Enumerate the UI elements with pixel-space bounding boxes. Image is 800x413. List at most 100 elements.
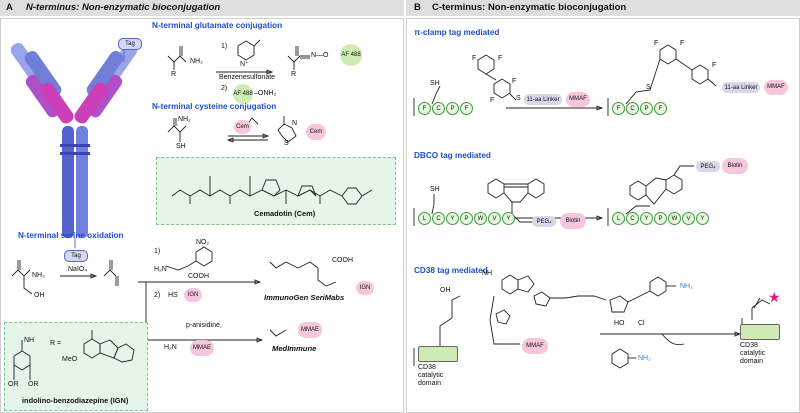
dbco-chain-right: L C Y P W V Y bbox=[612, 212, 710, 225]
ign-structure bbox=[13, 330, 135, 380]
cys-nh: N bbox=[292, 120, 298, 127]
cysteine-title: N-terminal cysteine conjugation bbox=[152, 102, 277, 111]
dbco-biotin-left: Biotin bbox=[560, 213, 586, 229]
ser-h2n2: H₂N bbox=[164, 344, 177, 351]
dbco-peg-right: PEG₄ bbox=[696, 161, 720, 172]
pi-res-3: P bbox=[446, 102, 459, 115]
pi-res-r2: C bbox=[626, 102, 639, 115]
ser-ign-reagent: IGN bbox=[184, 288, 202, 302]
ser-no2: NO₂ bbox=[196, 239, 210, 246]
ser-product2: MedImmune bbox=[272, 344, 317, 353]
cd38-domain-label-left: CD38 catalytic domain bbox=[418, 364, 444, 387]
ser-step1: 1) bbox=[154, 248, 161, 255]
pi-clamp-title: π-clamp tag mediated bbox=[414, 28, 500, 37]
dbco-res-r3: Y bbox=[640, 212, 653, 225]
pi-chain-left: F C P F bbox=[418, 102, 474, 115]
dbco-res-7: Y bbox=[502, 212, 515, 225]
cd38-domain-right bbox=[740, 324, 780, 340]
glu-oxyamine: –ONH₂ bbox=[254, 90, 277, 97]
dbco-biotin-right: Biotin bbox=[722, 158, 748, 174]
glu-nh2: NH₂ bbox=[190, 58, 203, 65]
pi-f-3: F bbox=[512, 78, 517, 85]
dbco-res-1: L bbox=[418, 212, 431, 225]
glutamate-title: N-terminal glutamate conjugation bbox=[152, 21, 283, 30]
pi-linker-left: 11-aa Linker bbox=[524, 94, 562, 105]
ser-h2n: H₂N bbox=[154, 266, 167, 273]
glu-link: N—O bbox=[311, 52, 329, 59]
ser-product1: ImmunoGen SeriMabs bbox=[264, 293, 345, 302]
pi-res-r3: P bbox=[640, 102, 653, 115]
ser-reagent: NaIO₄ bbox=[68, 266, 88, 273]
ser-cooh2: COOH bbox=[332, 257, 353, 264]
dbco-res-r2: C bbox=[626, 212, 639, 225]
pi-f-4: F bbox=[490, 97, 495, 104]
pi-f-7: F bbox=[712, 62, 717, 69]
dbco-res-r7: Y bbox=[696, 212, 709, 225]
pi-mmaf-left: MMAF bbox=[566, 92, 590, 107]
pi-res-4: F bbox=[460, 102, 473, 115]
ign-or2: OR bbox=[28, 381, 39, 388]
pi-mmaf-right: MMAF bbox=[764, 80, 788, 95]
ign-or1: OR bbox=[8, 381, 19, 388]
pi-linker-right: 11-aa Linker bbox=[722, 82, 760, 93]
pi-chain-right: F C P F bbox=[612, 102, 668, 115]
panel-a-letter: A bbox=[6, 2, 13, 13]
cemadotin-box bbox=[156, 157, 396, 225]
glu-nplus: N⁺ bbox=[240, 61, 249, 68]
pi-res-r4: F bbox=[654, 102, 667, 115]
star-icon: ★ bbox=[768, 289, 781, 305]
ser-hs: HS bbox=[168, 292, 178, 299]
cys-cem-product: Cem bbox=[306, 124, 326, 140]
cd38-nh: NH bbox=[482, 270, 493, 277]
glu-reagent1: Benzenesulfonate bbox=[219, 74, 276, 81]
panel-b-title: C-terminus: Non-enzymatic bioconjugation bbox=[432, 2, 627, 13]
ser-mmae-reagent: MMAE bbox=[190, 340, 214, 356]
dbco-res-4: P bbox=[460, 212, 473, 225]
ser-oh: OH bbox=[34, 292, 45, 299]
glutamate-structures bbox=[167, 39, 310, 75]
cys-nh2: NH₂ bbox=[178, 116, 191, 123]
glu-r2: R bbox=[291, 71, 297, 78]
ser-nh2: NH₂ bbox=[32, 272, 45, 279]
panel-a-header bbox=[0, 0, 404, 16]
dbco-res-6: V bbox=[488, 212, 501, 225]
cys-sh: SH bbox=[176, 143, 186, 150]
ser-step2: 2) bbox=[154, 292, 161, 299]
cemadotin-structure bbox=[171, 176, 373, 205]
cysteine-structures bbox=[167, 116, 297, 143]
pi-res-2: C bbox=[432, 102, 445, 115]
ign-r-eq: R = bbox=[50, 340, 62, 347]
glu-step2: 2) bbox=[221, 85, 228, 92]
tag-top: Tag bbox=[118, 38, 142, 50]
panel-b-letter: B bbox=[414, 2, 421, 13]
dbco-res-3: Y bbox=[446, 212, 459, 225]
pi-s-left: S bbox=[516, 95, 521, 102]
glu-step1: 1) bbox=[221, 43, 228, 50]
pi-res-1: F bbox=[418, 102, 431, 115]
pi-s-right: S bbox=[646, 84, 651, 91]
cd38-amide-bottom: NH₂ bbox=[638, 355, 651, 362]
cemadotin-label: Cemadotin (Cem) bbox=[254, 209, 316, 218]
dbco-res-r4: P bbox=[654, 212, 667, 225]
ign-label: indolino-benzodiazepine (IGN) bbox=[22, 396, 129, 405]
ign-nh: NH bbox=[24, 337, 35, 344]
pi-sh: SH bbox=[430, 80, 440, 87]
pi-f-6: F bbox=[680, 40, 685, 47]
cd38-mmaf: MMAF bbox=[522, 338, 548, 354]
pi-f-2: F bbox=[498, 55, 503, 62]
dbco-res-2: C bbox=[432, 212, 445, 225]
panel-a-title: N-terminus: Non-enzymatic bioconjugation bbox=[26, 2, 221, 13]
cd38-amide-top: NH₂ bbox=[680, 283, 693, 290]
cd38-domain-label-right: CD38 catalytic domain bbox=[740, 342, 766, 365]
glu-af-reagent: AF 488 bbox=[233, 84, 253, 104]
pi-f-1: F bbox=[472, 55, 477, 62]
ser-ign-product: IGN bbox=[356, 281, 374, 295]
pi-f-5: F bbox=[654, 40, 659, 47]
dbco-res-r5: W bbox=[668, 212, 681, 225]
cd38-title: CD38 tag mediated bbox=[414, 266, 488, 275]
dbco-title: DBCO tag mediated bbox=[414, 151, 491, 160]
antibody-icon bbox=[10, 43, 138, 248]
ser-branch-reagent: p-anisidine, bbox=[186, 322, 222, 329]
